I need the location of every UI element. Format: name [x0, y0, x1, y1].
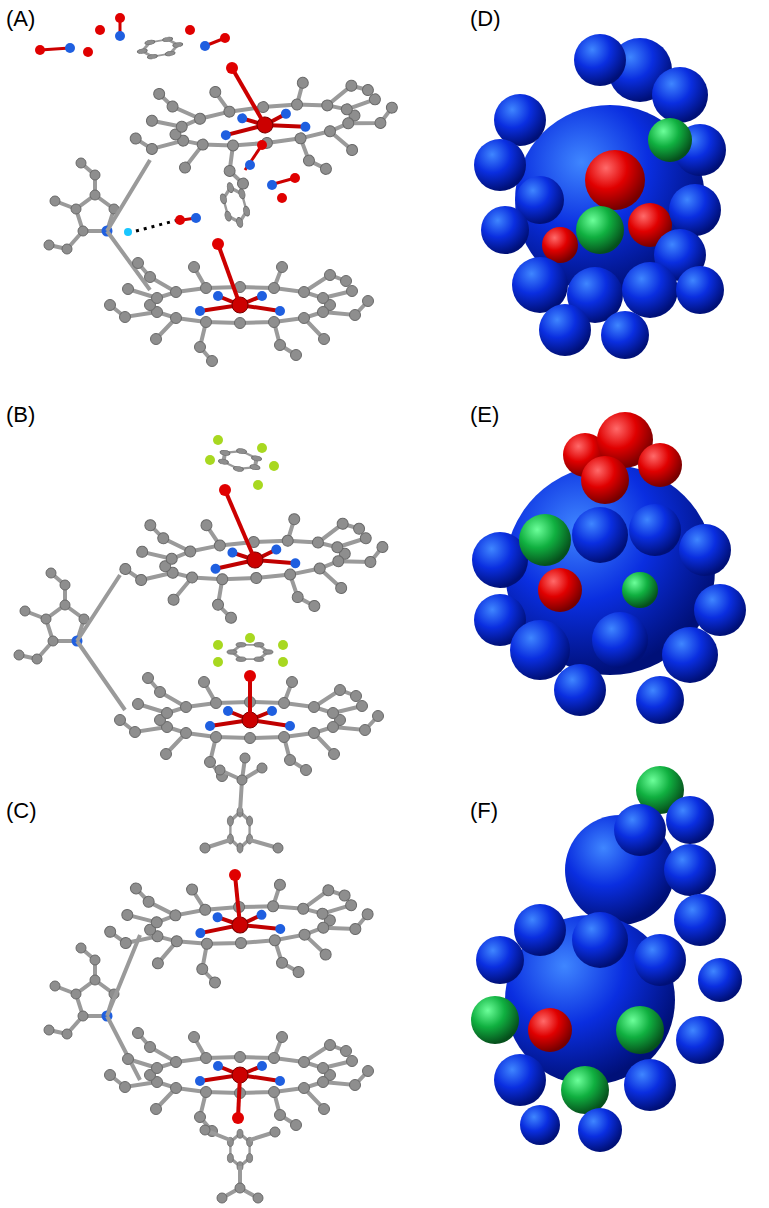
panel-label: (D) [470, 8, 501, 30]
panel-label: (B) [6, 404, 35, 426]
panel-e-spacefill [472, 412, 746, 724]
panel-label: (C) [6, 800, 37, 822]
panel-c-structure [44, 753, 377, 1203]
panel-label: (E) [470, 404, 499, 426]
panel-f-spacefill [471, 766, 742, 1152]
panel-a-structure [35, 13, 404, 367]
panel-b-structure [14, 435, 392, 782]
panel-label: (F) [470, 800, 498, 822]
panel-label: (A) [6, 8, 35, 30]
panel-d-spacefill [474, 34, 726, 359]
